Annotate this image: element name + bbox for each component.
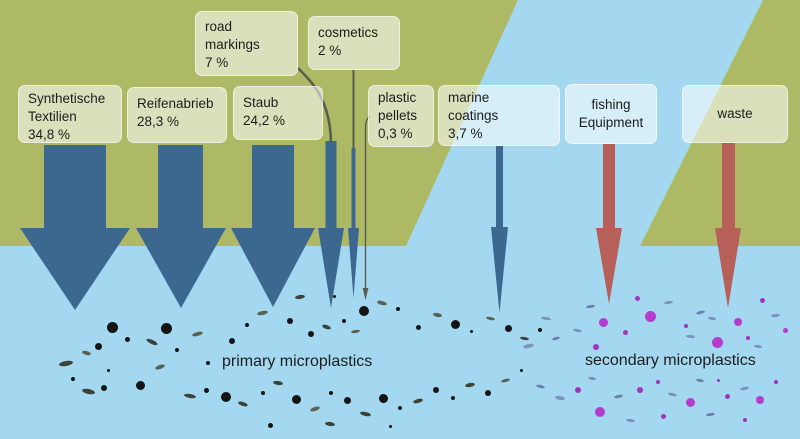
label-box-fishing-equipment: fishing Equipment <box>565 84 657 144</box>
label-line: markings <box>205 36 260 52</box>
secondary-microplastics-caption: secondary microplastics <box>585 352 756 369</box>
water-background <box>0 246 800 439</box>
label-box-synthetic-textiles: Synthetische Textilien 34,8 % <box>18 85 122 143</box>
label-line: road <box>205 19 233 34</box>
label-line: Equipment <box>578 115 644 130</box>
label-line: cosmetics <box>318 25 379 40</box>
label-value: 2 % <box>318 42 342 58</box>
label-line: Synthetische <box>28 91 106 106</box>
arrow-dust <box>231 145 315 307</box>
label-line: waste <box>717 106 753 122</box>
arrow-tyre-abrasion <box>136 145 226 308</box>
label-box-marine-coatings: marine coatings 3,7 % <box>438 85 560 146</box>
label-box-waste: waste <box>682 85 788 143</box>
label-line: coatings <box>448 107 499 123</box>
label-line: plastic <box>378 90 417 105</box>
label-line: fishing <box>591 97 631 113</box>
label-line: marine <box>448 90 490 105</box>
label-box-cosmetics: cosmetics 2 % <box>308 16 400 70</box>
label-line: Reifenabrieb <box>137 96 214 111</box>
label-line: Staub <box>243 95 279 110</box>
plastic-pellets-arrow-tip <box>362 288 369 300</box>
label-box-plastic-pellets: plastic pellets 0,3 % <box>368 85 434 147</box>
arrow-fishing-equipment <box>596 144 622 304</box>
label-value: 7 % <box>205 54 229 70</box>
label-box-road-markings: road markings 7 % <box>195 11 298 76</box>
label-value: 34,8 % <box>28 126 71 142</box>
arrow-cosmetics <box>348 148 359 298</box>
label-box-tyre-abrasion: Reifenabrieb 28,3 % <box>127 87 227 143</box>
arrow-synthetic-textiles <box>20 145 130 310</box>
arrow-marine-coatings <box>491 146 508 313</box>
primary-microplastics-caption: primary microplastics <box>222 353 373 370</box>
label-line: Textilien <box>28 108 77 124</box>
label-value: 3,7 % <box>448 125 483 141</box>
label-value: 0,3 % <box>378 125 413 141</box>
label-box-dust: Staub 24,2 % <box>233 86 323 140</box>
label-value: 28,3 % <box>137 113 180 129</box>
label-line: pellets <box>378 107 418 123</box>
label-value: 24,2 % <box>243 112 286 128</box>
arrow-waste <box>715 143 741 308</box>
arrow-road-markings <box>318 141 344 308</box>
